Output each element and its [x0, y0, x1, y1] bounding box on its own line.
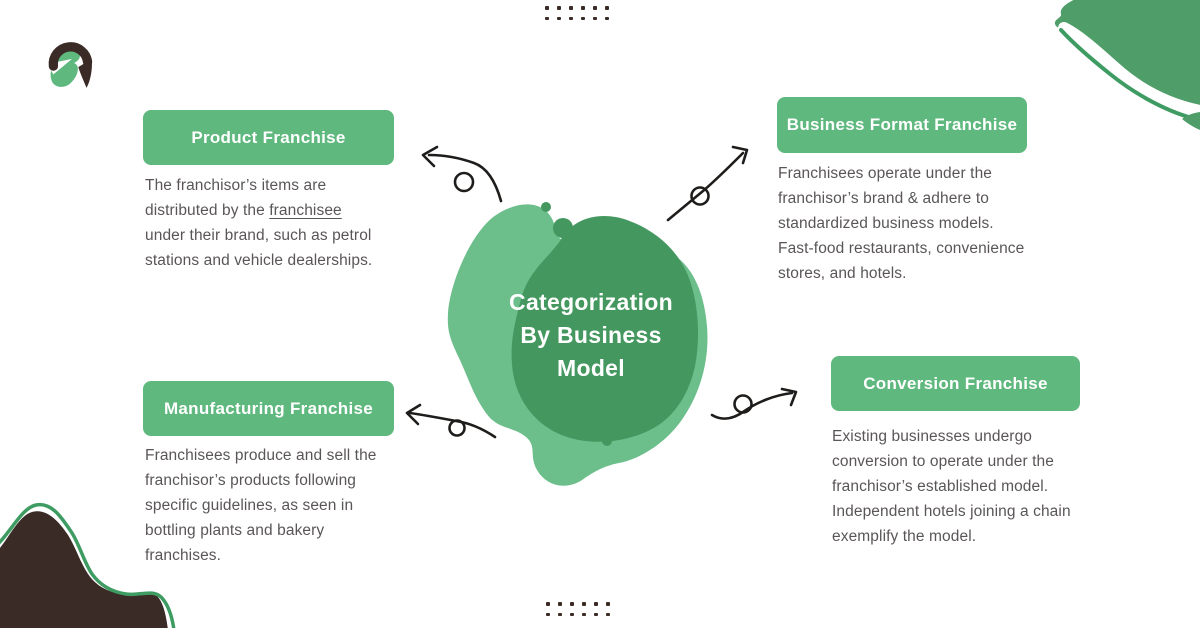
corner-green-line	[1059, 28, 1200, 122]
node-label-product-franchise: Product Franchise	[143, 110, 394, 165]
dot	[557, 16, 561, 20]
dot	[558, 602, 562, 606]
dot	[581, 16, 585, 20]
dot	[606, 602, 610, 606]
dot	[581, 6, 585, 10]
center-blobs	[447, 202, 708, 486]
node-label-conversion-franchise: Conversion Franchise	[831, 356, 1080, 411]
logo-dark-crest	[48, 42, 93, 71]
arrow-to-product-loop	[453, 171, 475, 193]
dot	[605, 16, 609, 20]
dot	[558, 612, 562, 616]
arrow-to-conversion-loop	[733, 394, 753, 414]
dot	[570, 612, 574, 616]
node-label-manufacturing-franchise: Manufacturing Franchise	[143, 381, 394, 436]
dot	[569, 16, 573, 20]
dot	[582, 602, 586, 606]
dark-blob-mass	[0, 511, 168, 628]
dark-blob-green-line	[0, 502, 176, 628]
dot	[582, 612, 586, 616]
center-blob-front	[511, 216, 699, 442]
logo-dark-tail	[78, 58, 92, 88]
arrow-to-product-head	[421, 145, 439, 168]
corner-green-wedge	[1182, 112, 1200, 130]
dot	[570, 602, 574, 606]
accent-dot-small-bottom	[602, 436, 612, 446]
corner-blob-top-right	[1054, 0, 1200, 131]
dot	[546, 612, 550, 616]
dot	[546, 602, 550, 606]
node-label-business-format-franchise: Business Format Franchise	[777, 97, 1027, 153]
dot	[606, 612, 610, 616]
dot	[569, 6, 573, 10]
corner-white-wave	[1058, 22, 1200, 117]
dot	[545, 16, 549, 20]
arrows	[405, 145, 798, 439]
arrow-to-manufacturing-head	[405, 403, 422, 426]
dots-pattern-top	[545, 6, 609, 20]
dot	[605, 6, 609, 10]
dot	[545, 6, 549, 10]
corner-blob-bottom-left	[0, 502, 176, 628]
dot	[557, 6, 561, 10]
dots-pattern-bottom	[546, 602, 610, 616]
dot	[593, 16, 597, 20]
spartan-helmet-logo	[47, 42, 93, 88]
arrow-to-product	[427, 153, 503, 203]
dot	[594, 612, 598, 616]
accent-dot-medium	[553, 218, 573, 238]
arrow-to-business-head	[731, 145, 749, 165]
arrow-to-conversion-head	[780, 387, 798, 407]
dot	[594, 602, 598, 606]
accent-dot-small-top	[541, 202, 551, 212]
arrow-to-business	[666, 151, 745, 222]
dot	[593, 6, 597, 10]
arrow-to-manufacturing-loop	[448, 419, 466, 437]
arrow-to-business-loop	[690, 186, 710, 206]
